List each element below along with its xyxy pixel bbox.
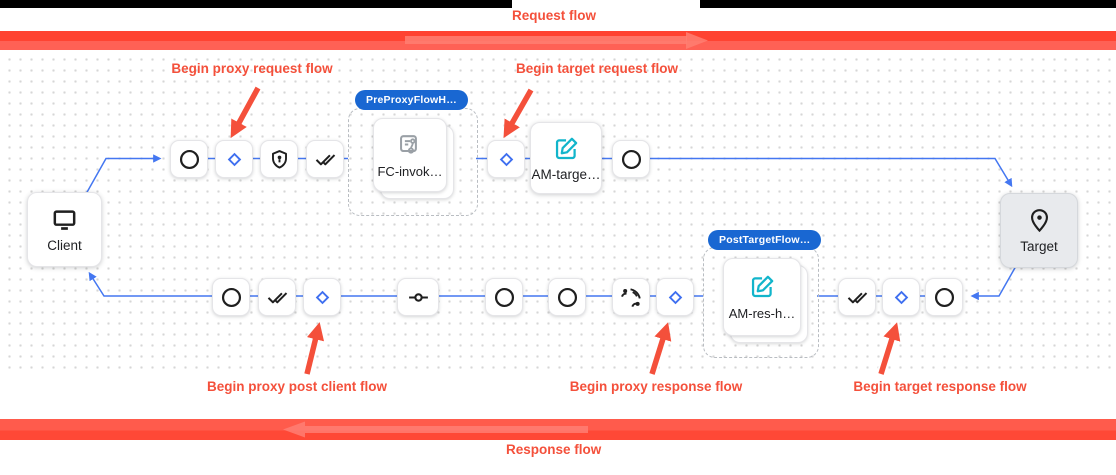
diamond-icon bbox=[890, 286, 913, 309]
request-flow-band bbox=[0, 31, 1116, 50]
request-step-proxy-flow-begin[interactable] bbox=[215, 140, 253, 178]
double-check-icon bbox=[314, 148, 337, 171]
response-flow-label: Response flow bbox=[506, 442, 602, 457]
post-target-flowhook-badge[interactable]: PostTargetFlow… bbox=[708, 230, 822, 250]
assign-message-target-label: AM-targe… bbox=[531, 166, 601, 182]
proxy-response-flow-begin[interactable] bbox=[656, 278, 694, 316]
post-client-step-double-check[interactable] bbox=[258, 278, 296, 316]
response-step-circle-1[interactable] bbox=[485, 278, 523, 316]
top-black-bar-gap bbox=[512, 0, 700, 8]
target-node[interactable]: Target bbox=[1000, 193, 1078, 268]
client-node[interactable]: Client bbox=[27, 192, 102, 267]
diamond-icon bbox=[223, 148, 246, 171]
edit-icon bbox=[749, 273, 776, 300]
monitor-icon bbox=[51, 206, 78, 233]
begin-proxy-post-client-label: Begin proxy post client flow bbox=[206, 379, 388, 394]
circle-icon bbox=[556, 286, 579, 309]
double-check-icon bbox=[846, 286, 869, 309]
assign-message-response-label: AM-res-h… bbox=[728, 306, 796, 321]
post-client-step-end[interactable] bbox=[212, 278, 250, 316]
response-step-circle-2[interactable] bbox=[548, 278, 586, 316]
begin-target-response-label: Begin target response flow bbox=[853, 379, 1027, 394]
flow-callout-icon bbox=[397, 131, 424, 158]
flow-callout-card-label: FC-invok… bbox=[377, 164, 443, 179]
post-client-flow-begin[interactable] bbox=[303, 278, 341, 316]
edit-icon bbox=[553, 135, 580, 162]
target-request-flow-begin[interactable] bbox=[487, 140, 525, 178]
circle-icon bbox=[178, 148, 201, 171]
request-step-verify-key[interactable] bbox=[260, 140, 298, 178]
begin-target-request-label: Begin target request flow bbox=[515, 61, 679, 76]
circle-icon bbox=[620, 148, 643, 171]
target-request-step-end[interactable] bbox=[612, 140, 650, 178]
pre-proxy-flowhook-badge[interactable]: PreProxyFlowH… bbox=[355, 90, 468, 110]
assign-message-response-card[interactable]: AM-res-h… bbox=[723, 258, 808, 343]
circle-icon bbox=[493, 286, 516, 309]
flow-callout-card[interactable]: FC-invok… bbox=[373, 118, 454, 199]
circle-icon bbox=[220, 286, 243, 309]
request-band-arrow-icon bbox=[405, 32, 708, 49]
request-step-start[interactable] bbox=[170, 140, 208, 178]
response-step-commit[interactable] bbox=[397, 278, 439, 316]
response-step-broadcast[interactable] bbox=[612, 278, 650, 316]
double-check-icon bbox=[266, 286, 289, 309]
target-node-label: Target bbox=[1020, 239, 1058, 254]
flow-canvas[interactable] bbox=[0, 50, 1116, 377]
client-node-label: Client bbox=[47, 238, 82, 253]
assign-message-target-card[interactable]: AM-targe… bbox=[530, 122, 602, 194]
begin-proxy-request-label: Begin proxy request flow bbox=[171, 61, 333, 76]
response-band-arrow-icon bbox=[283, 421, 588, 438]
diamond-icon bbox=[664, 286, 687, 309]
response-flow-band bbox=[0, 419, 1116, 440]
request-flow-label: Request flow bbox=[512, 8, 597, 23]
target-response-flow-begin[interactable] bbox=[882, 278, 920, 316]
request-step-double-check[interactable] bbox=[306, 140, 344, 178]
begin-proxy-response-label: Begin proxy response flow bbox=[569, 379, 743, 394]
diamond-icon bbox=[495, 148, 518, 171]
location-pin-icon bbox=[1026, 207, 1053, 234]
target-response-step-start[interactable] bbox=[925, 278, 963, 316]
circle-icon bbox=[933, 286, 956, 309]
commit-icon bbox=[407, 286, 430, 309]
shield-key-icon bbox=[268, 148, 291, 171]
broadcast-icon bbox=[620, 286, 643, 309]
diamond-icon bbox=[311, 286, 334, 309]
target-response-step-double-check[interactable] bbox=[838, 278, 876, 316]
